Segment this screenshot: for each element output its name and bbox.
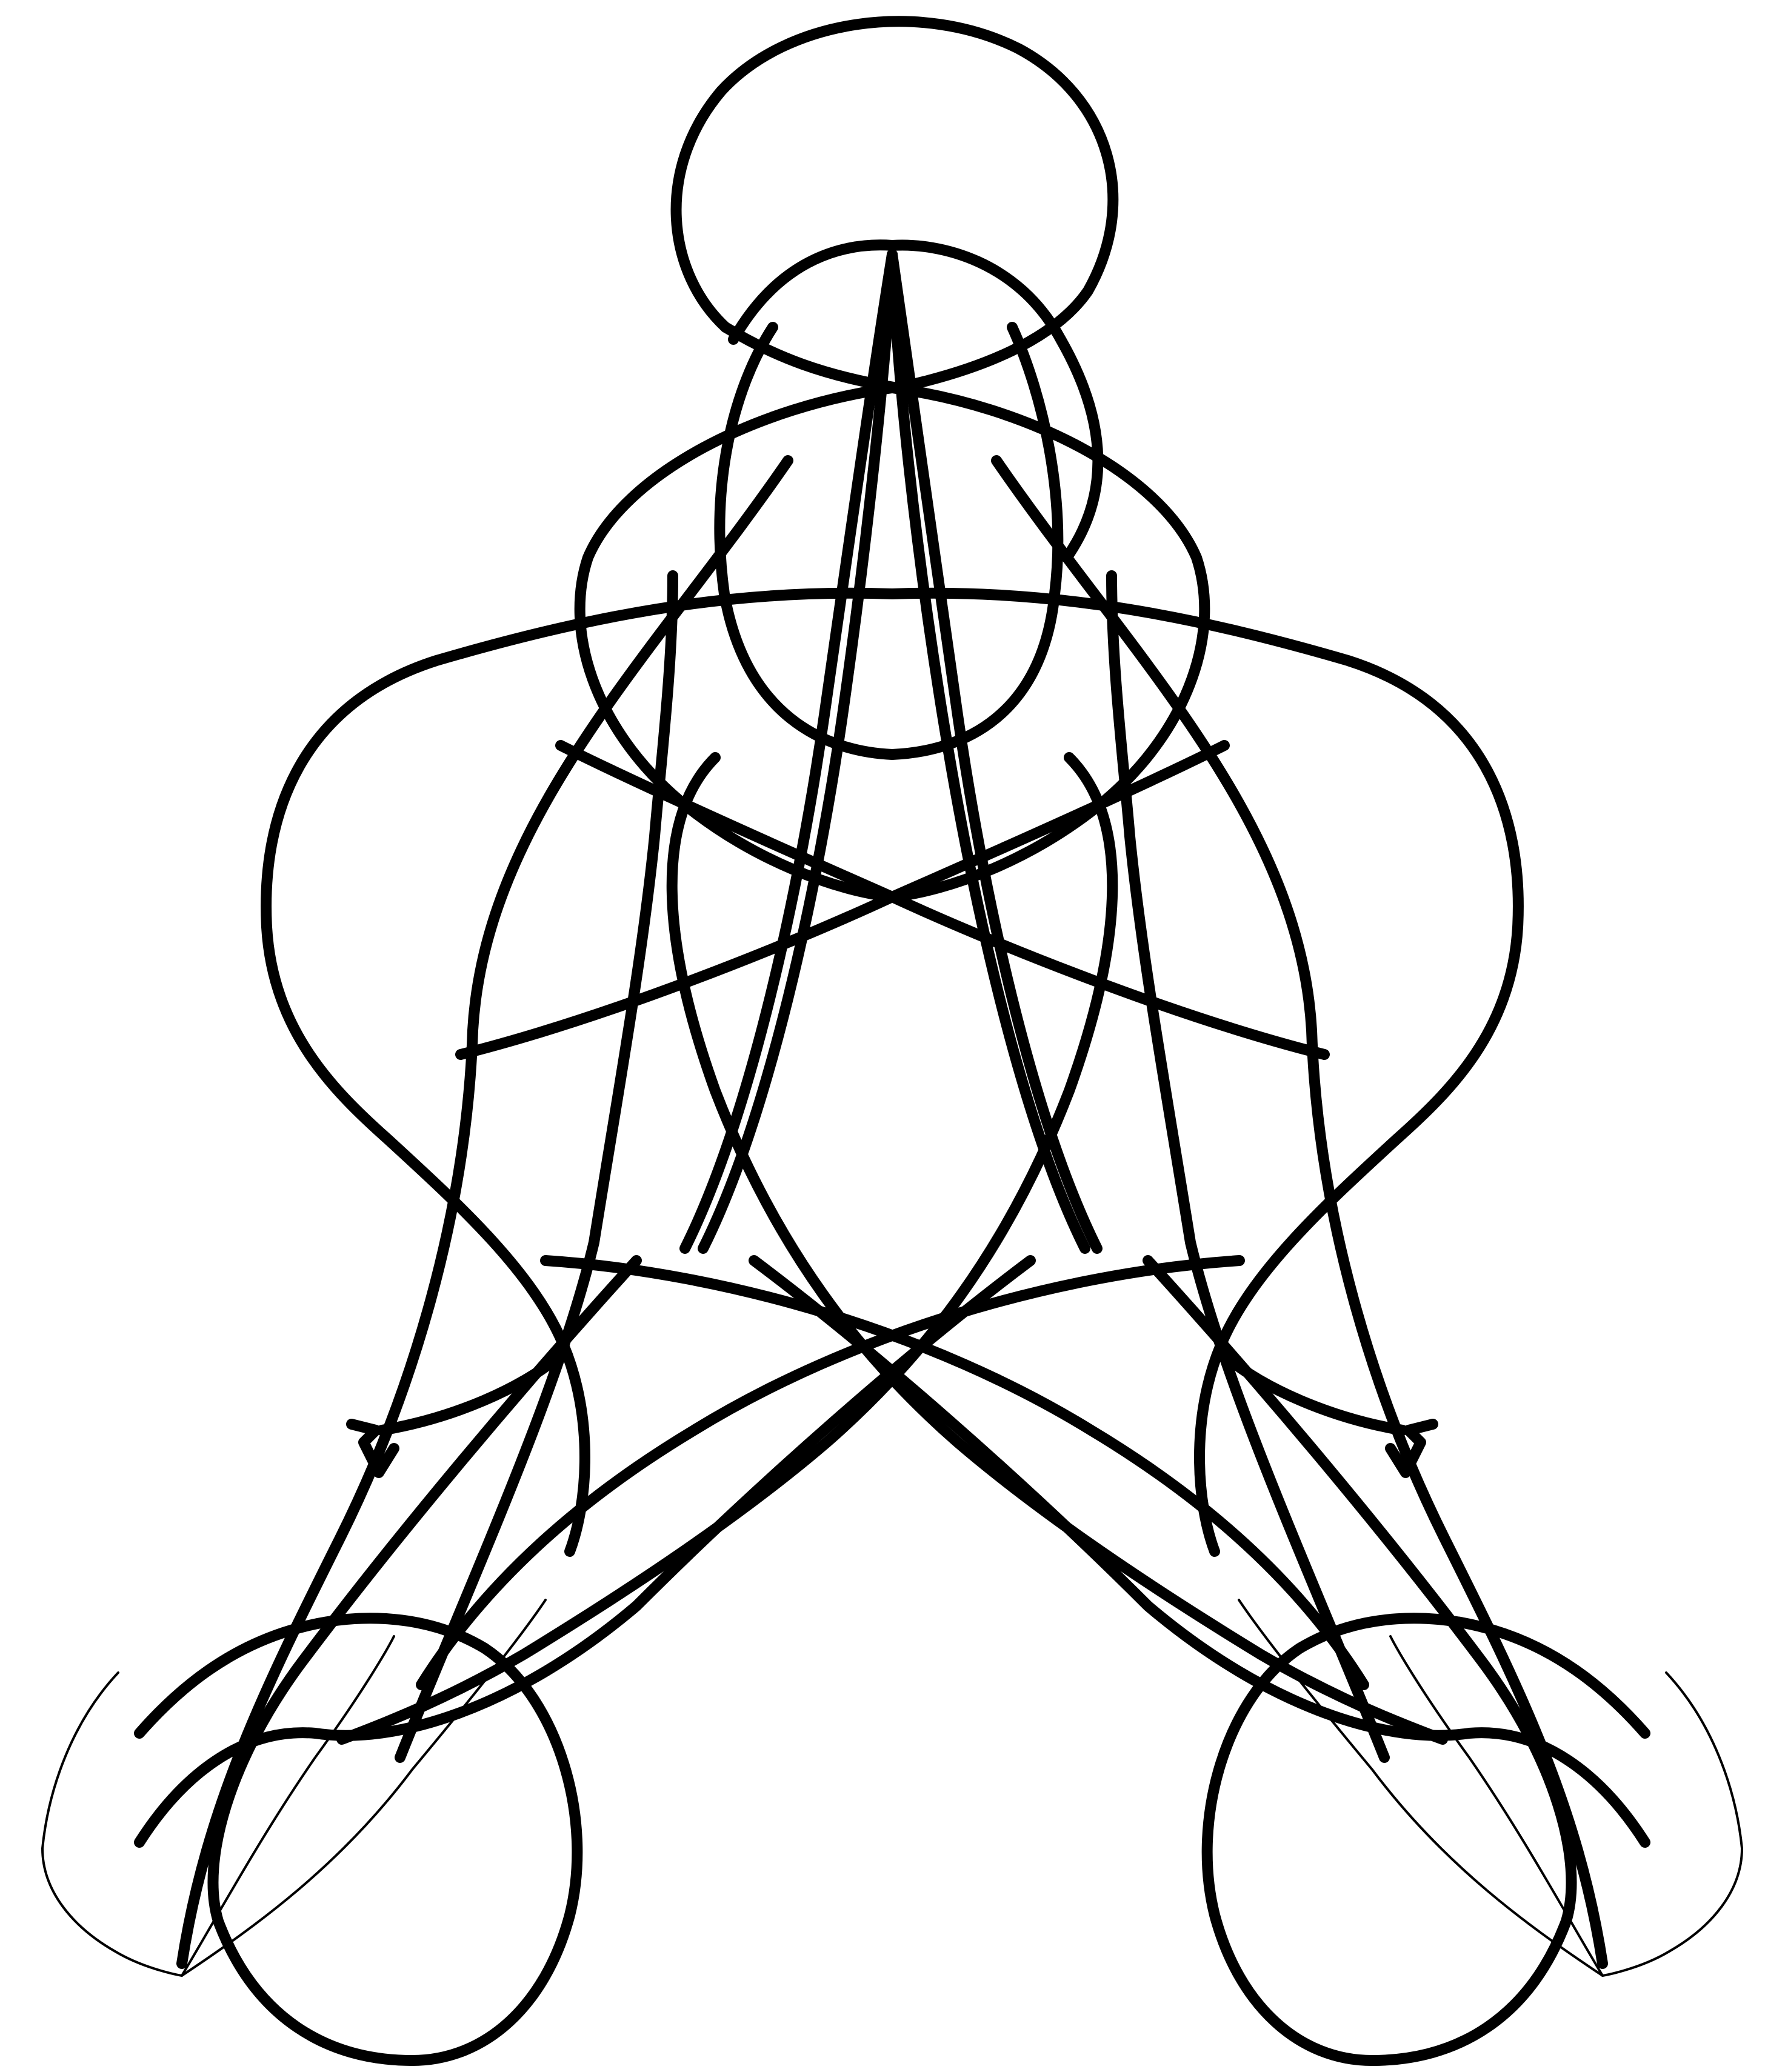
bottom-right-loop xyxy=(1143,1255,1650,2066)
right-thin-flourish-inner xyxy=(1238,1599,1604,1977)
left-outer-loop xyxy=(261,587,898,1557)
center-tall-loop xyxy=(714,322,1064,760)
left-inner-band xyxy=(395,570,678,1763)
diagonal-right-upper xyxy=(555,740,1330,1060)
right-arrow-tip xyxy=(1385,1419,1438,1478)
right-spade-heart xyxy=(336,752,1118,1745)
upper-right-loop xyxy=(887,382,1210,902)
bottom-left-outer-swoop xyxy=(134,1255,1036,1848)
upper-left-loop xyxy=(574,382,898,902)
left-long-sweep xyxy=(176,455,793,1969)
middle-cross-right-to-left xyxy=(416,1255,1245,1690)
bottom-left-loop xyxy=(134,1255,642,2066)
bottom-right-outer-swoop xyxy=(749,1255,1650,1848)
middle-cross-left-to-right xyxy=(540,1255,1369,1690)
left-arrow-tip xyxy=(346,1419,399,1478)
right-inner-band xyxy=(1106,570,1390,1763)
left-thin-flourish-inner xyxy=(181,1599,547,1977)
left-thin-flourish-mid xyxy=(181,1635,395,1977)
left-thin-flourish-outer xyxy=(41,1671,183,1977)
ornament-strokes xyxy=(41,16,1743,2066)
right-outer-loop xyxy=(887,587,1524,1557)
center-arch-outer xyxy=(728,239,1104,563)
right-long-sweep xyxy=(991,455,1608,1969)
right-thin-flourish-mid xyxy=(1389,1635,1604,1977)
right-thin-flourish-outer xyxy=(1601,1671,1743,1977)
